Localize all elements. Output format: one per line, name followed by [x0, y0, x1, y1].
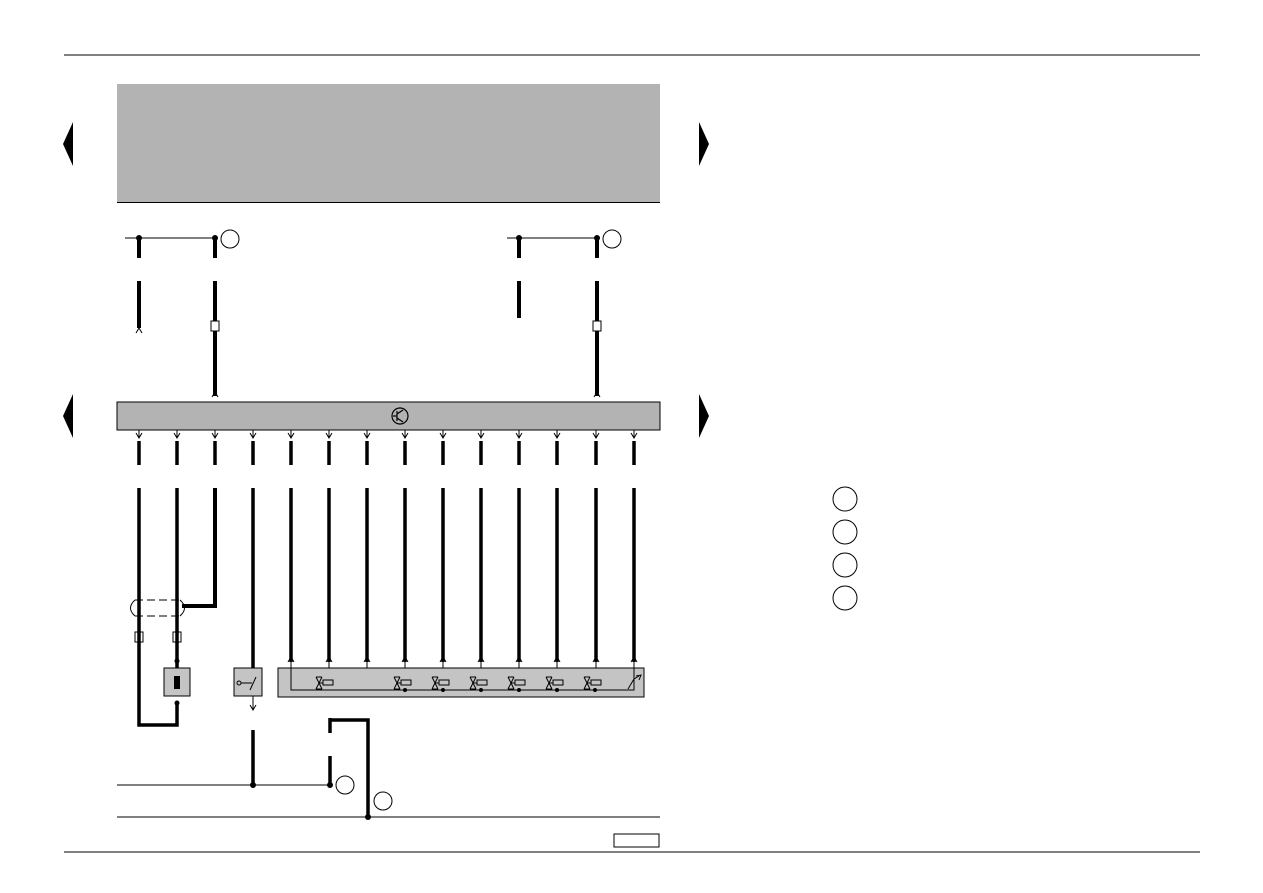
- control-unit-output-pins: [135, 430, 638, 668]
- control-unit-bar: [116, 401, 661, 431]
- callout-circle-icon: [832, 552, 858, 578]
- callout-circle-icon: [832, 519, 858, 545]
- sensor-arrow: [635, 674, 642, 681]
- callout-circle-icon: [220, 229, 240, 249]
- upper-right-wire-group: [507, 237, 599, 396]
- valve-block-common-line: [290, 668, 635, 691]
- transistor-symbol-icon: [391, 407, 409, 425]
- pin-arrow-icon: [211, 391, 219, 398]
- header-panel: [117, 84, 660, 202]
- pin-arrow-icon: [593, 391, 601, 398]
- nav-prev-lower-icon[interactable]: [63, 394, 73, 438]
- pin-arrow-icon: [515, 656, 523, 663]
- legend-callouts: [832, 486, 858, 611]
- valve-icon: [545, 676, 564, 690]
- valve-icon: [431, 676, 450, 690]
- pin-arrow-icon: [401, 656, 409, 663]
- junction-dot: [593, 688, 597, 692]
- valve-icon: [393, 676, 412, 690]
- junction-dot: [594, 235, 600, 241]
- resistor-icon: [174, 676, 180, 689]
- resistor-loop-wire: [137, 488, 179, 727]
- junction-dot: [555, 688, 559, 692]
- junction-dot: [441, 688, 445, 692]
- valve-icon: [315, 676, 334, 690]
- junction-dot: [212, 235, 218, 241]
- sensor-icon: [627, 674, 642, 690]
- valve-icon: [583, 676, 602, 690]
- junction-dot: [516, 235, 522, 241]
- switch-icon: [236, 676, 257, 691]
- pin-arrow-icon: [630, 656, 638, 663]
- junction-dot: [403, 688, 407, 692]
- callout-circle-icon: [373, 791, 393, 811]
- nav-next-lower-icon[interactable]: [699, 394, 709, 438]
- junction-dot: [517, 688, 521, 692]
- valve-icon: [507, 676, 526, 690]
- nav-prev-upper-icon[interactable]: [63, 122, 73, 166]
- ground-wire: [330, 718, 370, 817]
- callout-circle-icon: [602, 229, 622, 249]
- pin-arrow-icon: [477, 656, 485, 663]
- pin-arrow-icon: [553, 656, 561, 663]
- callout-circle-icon: [832, 486, 858, 512]
- pin-arrow-icon: [287, 656, 295, 663]
- pin-arrow-icon: [363, 656, 371, 663]
- upper-left-wire-group: [125, 237, 217, 396]
- junction-dot: [250, 782, 256, 788]
- valve-symbols: [315, 674, 642, 692]
- shield-ground-wire: [182, 488, 217, 608]
- valve-block: [277, 667, 645, 698]
- junction-dot: [479, 688, 483, 692]
- sensor-line: [627, 675, 640, 690]
- pin-arrow-icon: [439, 656, 447, 663]
- valve-icon: [469, 676, 488, 690]
- callout-circle-icon: [335, 775, 355, 795]
- pin-arrow-icon: [592, 656, 600, 663]
- callout-circle-icon: [832, 585, 858, 611]
- connector-icon: [592, 320, 602, 332]
- nav-next-upper-icon[interactable]: [699, 122, 709, 166]
- connector-icon: [210, 320, 220, 332]
- page-number-box: [613, 833, 660, 848]
- pin-arrow-icon: [325, 656, 333, 663]
- switch-component: [233, 667, 263, 697]
- junction-dot: [136, 235, 142, 241]
